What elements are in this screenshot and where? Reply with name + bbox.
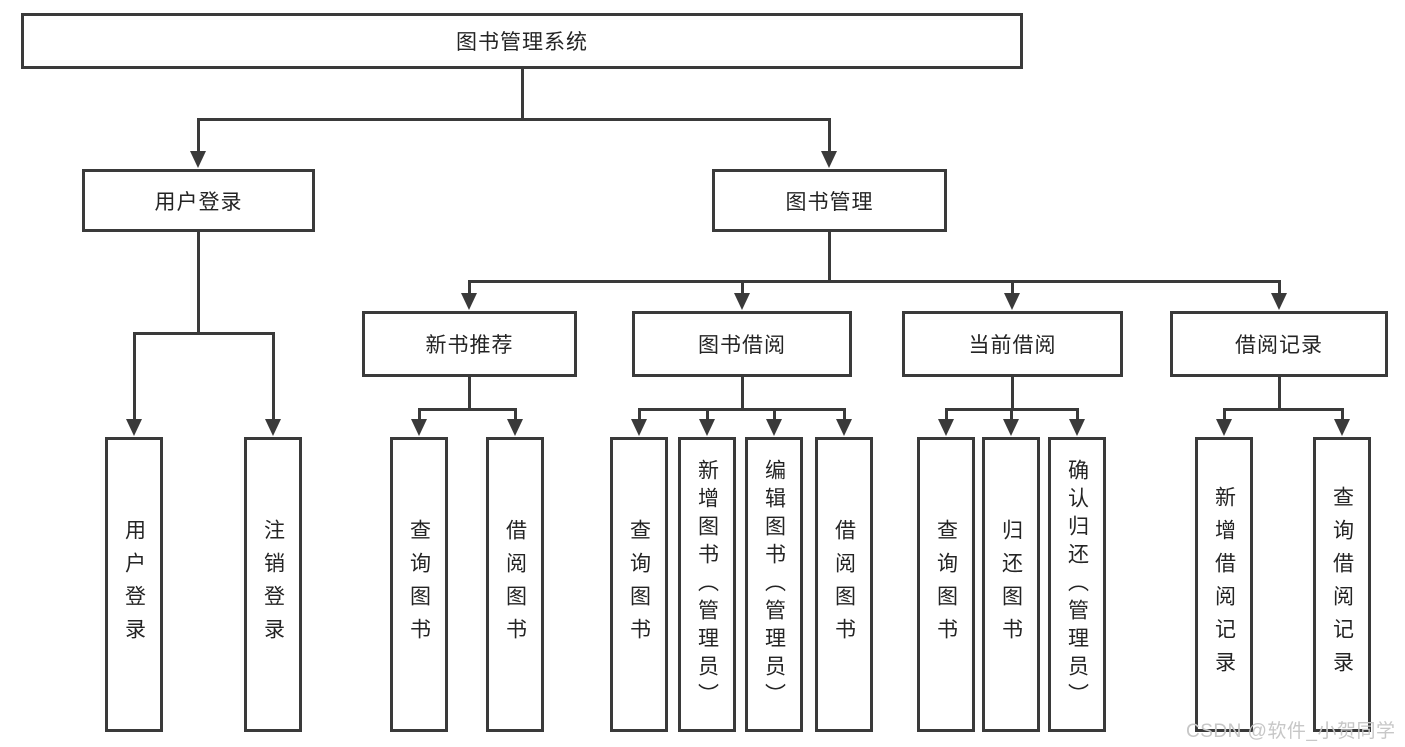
connector-line (827, 232, 831, 283)
arrowhead-down-icon (126, 419, 142, 436)
arrowhead-down-icon (766, 419, 782, 436)
leaf-return-book: 归还图书 (982, 437, 1040, 732)
connector-line (740, 377, 744, 411)
arrowhead-down-icon (411, 419, 427, 436)
arrowhead-down-icon (938, 419, 954, 436)
connector-line (1222, 408, 1344, 411)
node-book-management: 图书管理 (712, 169, 947, 232)
node-user-login: 用户登录 (82, 169, 315, 232)
arrowhead-down-icon (507, 419, 523, 436)
csdn-watermark: CSDN @软件_小贺同学 (1186, 721, 1396, 742)
connector-line (772, 408, 776, 419)
connector-line (196, 232, 200, 335)
leaf-borrow-books-recommend: 借阅图书 (486, 437, 544, 732)
leaf-query-books-recommend: 查询图书 (390, 437, 448, 732)
connector-line (1075, 408, 1079, 419)
connector-line (196, 118, 200, 152)
connector-line (132, 332, 275, 335)
arrowhead-down-icon (1334, 419, 1350, 436)
connector-line (1340, 408, 1344, 419)
arrowhead-down-icon (190, 151, 206, 168)
connector-line (196, 118, 831, 121)
arrowhead-down-icon (631, 419, 647, 436)
connector-line (740, 280, 744, 295)
connector-line (417, 408, 517, 411)
arrowhead-down-icon (1069, 419, 1085, 436)
node-current-borrow: 当前借阅 (902, 311, 1123, 377)
connector-line (467, 377, 471, 411)
node-new-book-recommend: 新书推荐 (362, 311, 577, 377)
connector-line (637, 408, 641, 419)
leaf-add-book-admin: 新增图书（管理员） (678, 437, 736, 732)
connector-line (637, 408, 846, 411)
connector-line (467, 280, 471, 295)
connector-line (520, 69, 524, 121)
arrowhead-down-icon (699, 419, 715, 436)
leaf-logout: 注销登录 (244, 437, 302, 732)
node-root: 图书管理系统 (21, 13, 1023, 69)
node-borrow-records: 借阅记录 (1170, 311, 1388, 377)
leaf-borrow-books-borrow: 借阅图书 (815, 437, 873, 732)
connector-line (271, 332, 275, 419)
arrowhead-down-icon (1004, 293, 1020, 310)
connector-line (944, 408, 948, 419)
connector-line (1222, 408, 1226, 419)
node-book-borrow: 图书借阅 (632, 311, 852, 377)
arrowhead-down-icon (461, 293, 477, 310)
leaf-user-login: 用户登录 (105, 437, 163, 732)
arrowhead-down-icon (821, 151, 837, 168)
arrowhead-down-icon (1271, 293, 1287, 310)
arrowhead-down-icon (1003, 419, 1019, 436)
leaf-query-books-borrow: 查询图书 (610, 437, 668, 732)
connector-line (842, 408, 846, 419)
connector-line (1010, 280, 1014, 295)
connector-line (1010, 377, 1014, 411)
connector-line (1277, 280, 1281, 295)
connector-line (705, 408, 709, 419)
leaf-add-borrow-record: 新增借阅记录 (1195, 437, 1253, 732)
leaf-edit-book-admin: 编辑图书（管理员） (745, 437, 803, 732)
connector-line (467, 280, 1281, 283)
leaf-query-books-current: 查询图书 (917, 437, 975, 732)
connector-line (827, 118, 831, 152)
arrowhead-down-icon (734, 293, 750, 310)
arrowhead-down-icon (265, 419, 281, 436)
arrowhead-down-icon (836, 419, 852, 436)
connector-line (1277, 377, 1281, 411)
connector-line (1009, 408, 1013, 419)
connector-line (513, 408, 517, 419)
leaf-confirm-return-admin: 确认归还（管理员） (1048, 437, 1106, 732)
leaf-query-borrow-record: 查询借阅记录 (1313, 437, 1371, 732)
connector-line (132, 332, 136, 419)
connector-line (417, 408, 421, 419)
arrowhead-down-icon (1216, 419, 1232, 436)
